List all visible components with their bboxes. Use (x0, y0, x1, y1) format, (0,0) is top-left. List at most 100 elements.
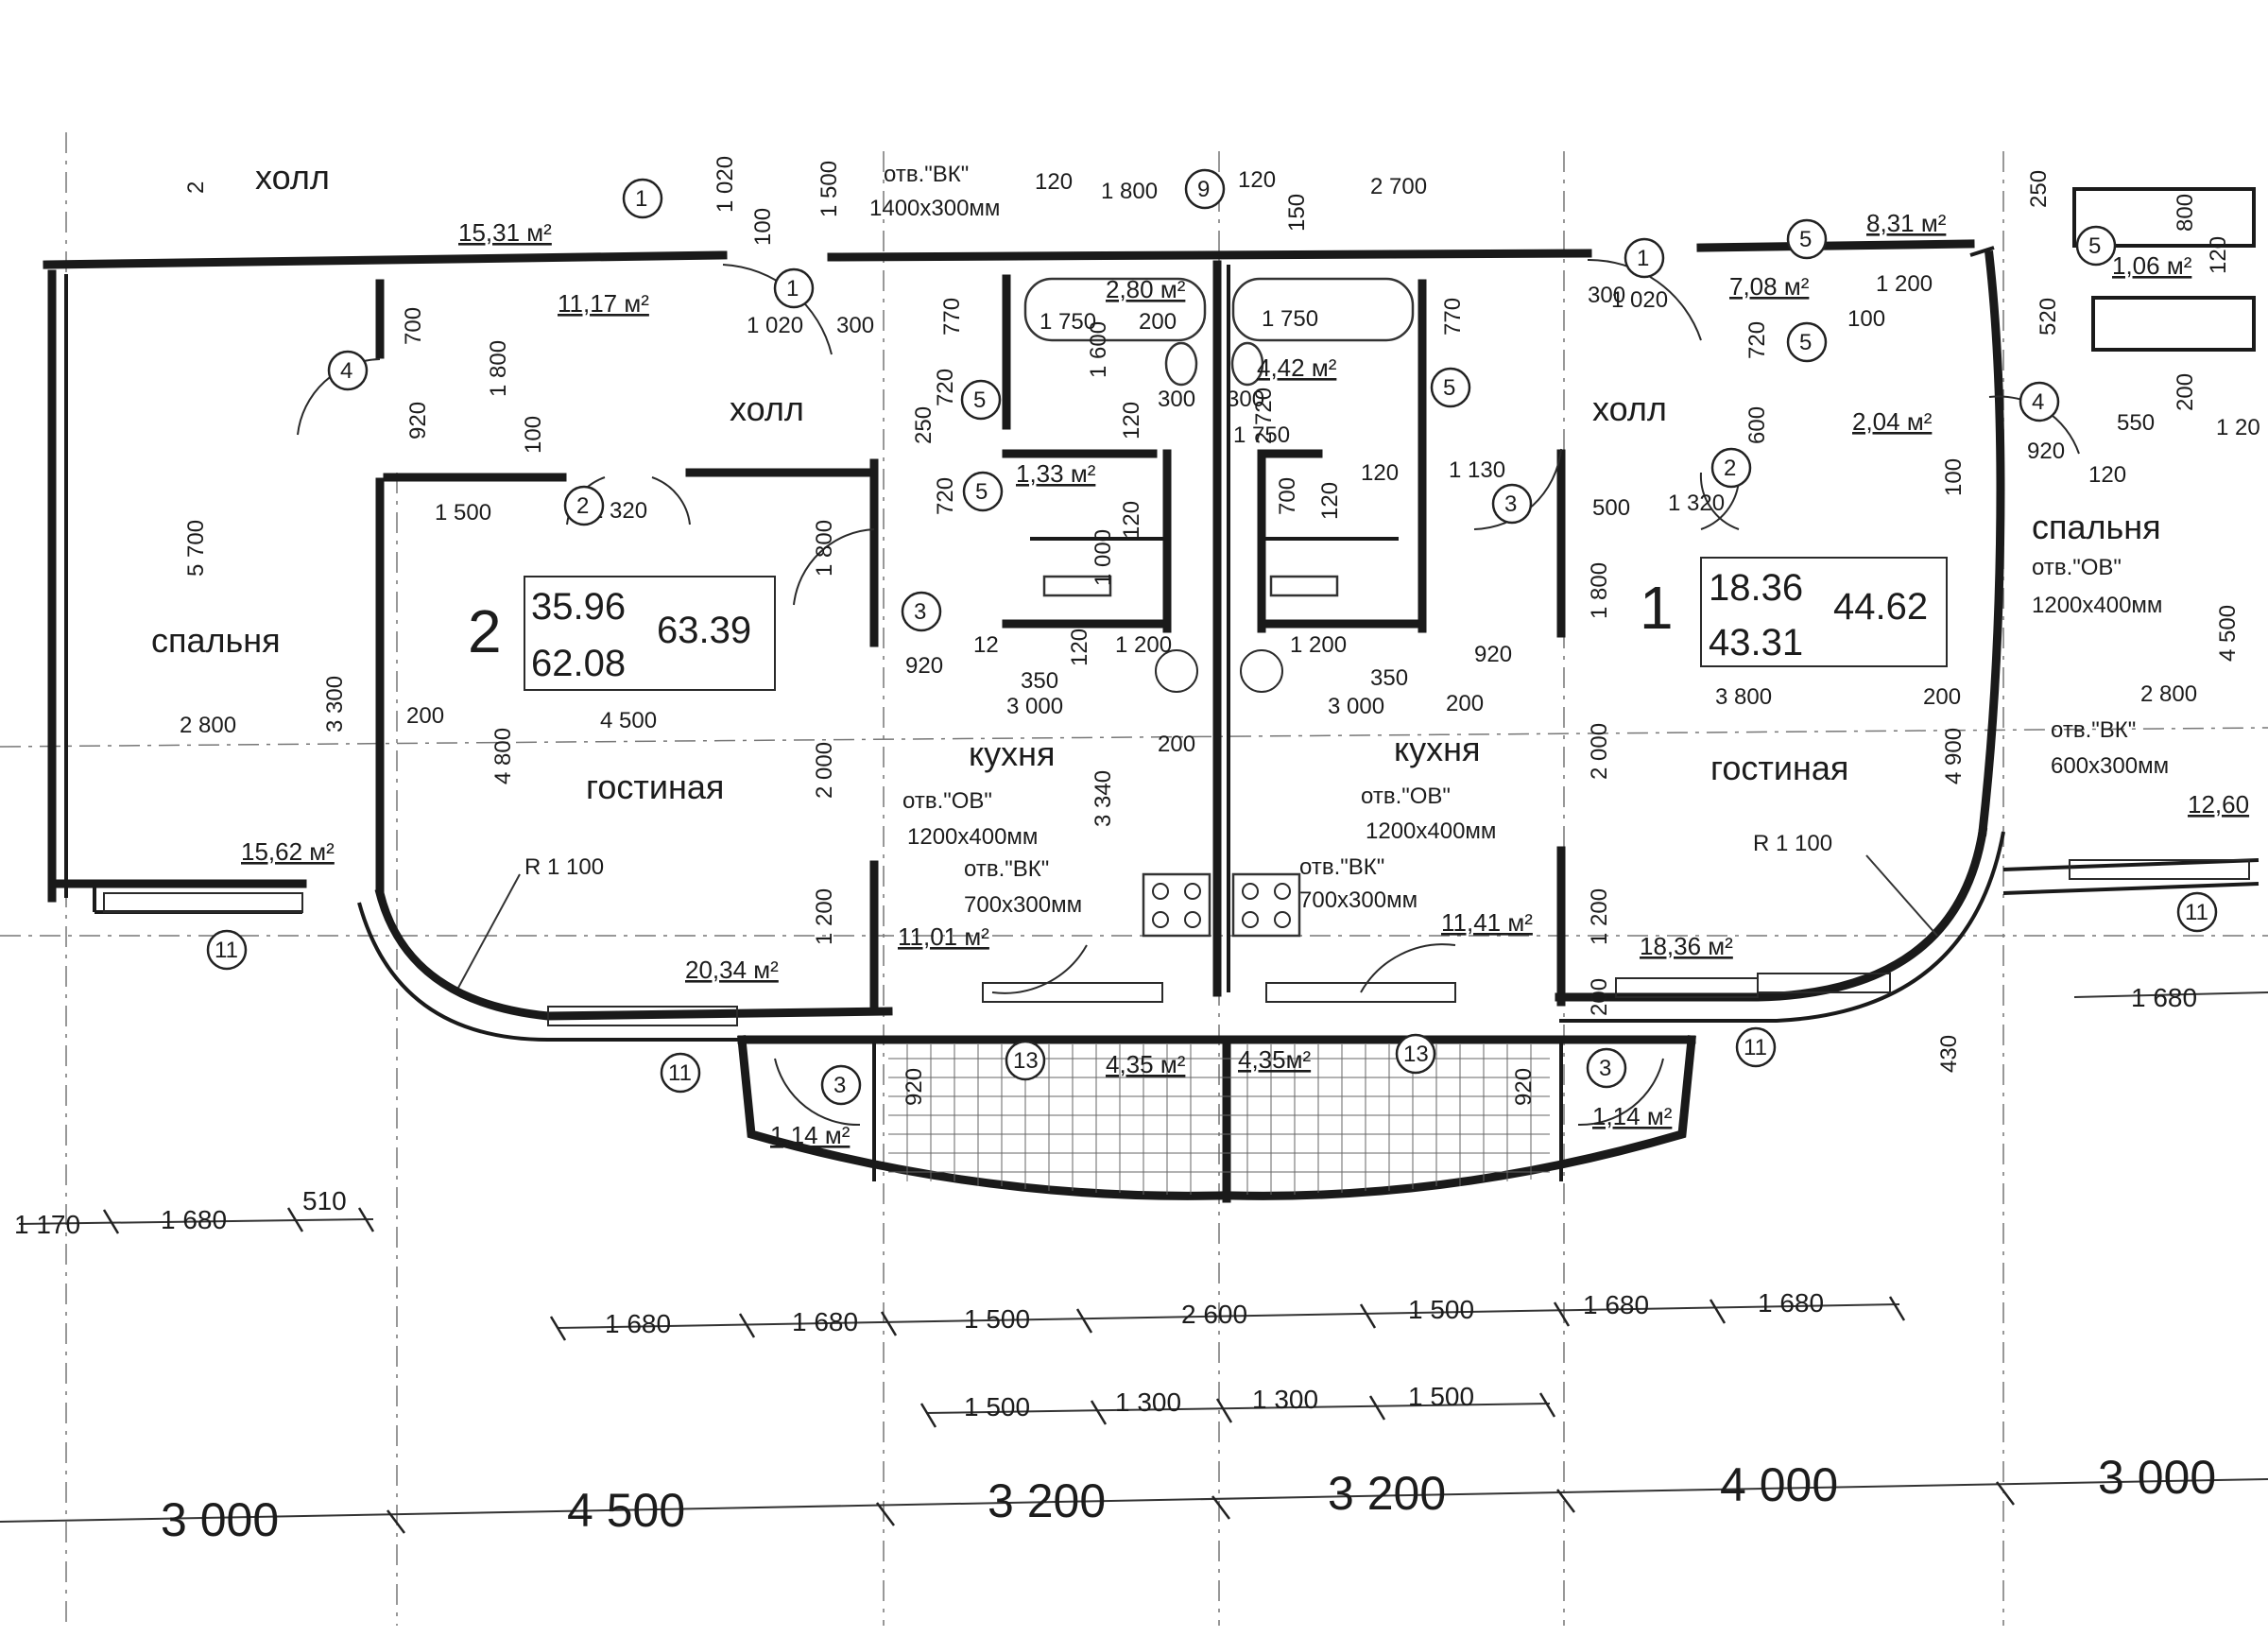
area-label: 1,33 м² (1016, 459, 1096, 488)
svg-text:5: 5 (1799, 227, 1812, 252)
dim-text: 920 (1474, 642, 1512, 667)
walls (43, 187, 2256, 1011)
dimension-ticks (102, 1207, 2015, 1534)
dim-text: 4 800 (490, 728, 516, 784)
dim-text: 250 (911, 406, 936, 444)
dim-text: 120 (1317, 482, 1343, 520)
room-living-1: гостиная (1710, 749, 1848, 787)
axis-dim: 3 200 (1328, 1467, 1446, 1520)
dim-text: 120 (1361, 460, 1399, 486)
dim-text: 1 750 (1040, 309, 1096, 335)
dim-text: 200 (1139, 309, 1177, 335)
area-label: 4,35м² (1238, 1045, 1311, 1074)
dim-text: 100 (750, 208, 776, 246)
dim-text: 2 (183, 181, 209, 194)
dim-text: 700 (1275, 477, 1300, 515)
marker-circle: 4 (2019, 381, 2060, 422)
dim-text: 200 (2173, 373, 2198, 411)
dim-text: 720 (1744, 321, 1770, 359)
dim-text: 3 340 (1091, 770, 1116, 827)
dim-text: 1 200 (1587, 888, 1612, 945)
dim-text: 120 (1119, 402, 1144, 439)
apt2-total-with-balcony: 63.39 (657, 610, 751, 651)
dim-text: 250 (2026, 170, 2052, 208)
opening-ov-bedroom-size: 1200х400мм (2032, 593, 2162, 618)
dim-text: 1 750 (1262, 306, 1318, 332)
svg-text:1: 1 (1637, 246, 1649, 271)
windows (103, 859, 2250, 1026)
opening-vk-right: отв."ВК" (2051, 717, 2136, 743)
axis-dim: 3 200 (988, 1474, 1106, 1527)
apt1-number: 1 (1640, 574, 1674, 642)
dim-text: 1 000 (1091, 529, 1116, 586)
marker-circle: 3 (1586, 1047, 1627, 1089)
dim-text: 1 020 (747, 313, 803, 338)
marker-circle: 9 (1184, 168, 1226, 210)
marker-circle: 2 (1710, 447, 1752, 489)
marker-circle: 1 (1624, 237, 1665, 279)
dim-text: 1 200 (812, 888, 837, 945)
axis-dim: 4 000 (1720, 1458, 1838, 1511)
marker-circle: 3 (1491, 483, 1533, 525)
area-label: 20,34 м² (685, 956, 779, 984)
opening-ov-bedroom: отв."ОВ" (2032, 555, 2122, 580)
dim-text: 120 (1238, 167, 1276, 193)
dim-text: 1 800 (1101, 179, 1158, 204)
dim-text: 120 (1035, 169, 1073, 195)
dim-text: 150 (1284, 194, 1310, 232)
dim-text: 5 700 (183, 520, 209, 577)
marker-circle: 2 (563, 485, 605, 526)
area-label: 2,80 м² (1106, 275, 1186, 303)
area-label: 12,60 (2188, 790, 2249, 818)
dim-left: 510 (302, 1186, 347, 1215)
marker-circle: 13 (1005, 1040, 1046, 1081)
dim-text: 920 (405, 402, 431, 439)
marker-circle: 5 (2075, 225, 2117, 267)
dim-text: 4 900 (1941, 728, 1967, 784)
balcony-tiles (888, 1044, 1550, 1195)
dim-text: 300 (836, 313, 874, 338)
dim-upper: 1 680 (792, 1307, 858, 1336)
dim-text: 120 (2088, 462, 2126, 488)
dim-text: 4 500 (2215, 605, 2241, 662)
dim-upper: 1 500 (964, 1304, 1030, 1334)
radius-left: R 1 100 (524, 854, 604, 880)
dim-lower: 1 500 (964, 1392, 1030, 1422)
svg-text:3: 3 (1599, 1056, 1611, 1081)
svg-text:3: 3 (833, 1073, 846, 1098)
dim-text: 3 300 (322, 676, 348, 732)
marker-circle: 5 (1786, 321, 1828, 363)
marker-circle: 5 (960, 379, 1002, 421)
dim-text: 550 (2117, 410, 2155, 436)
inner-dimensions: 2 120 1 800 120 2 700 150 1 500 1 020 10… (180, 156, 2260, 1106)
dim-upper: 2 600 (1181, 1300, 1247, 1329)
dim-text: 1 20 (2216, 415, 2260, 440)
marker-circle: 3 (820, 1064, 862, 1106)
marker-circle: 5 (1786, 218, 1828, 260)
svg-text:5: 5 (1443, 375, 1455, 401)
opening-ov-kitchen-2: отв."ОВ" (902, 788, 992, 814)
marker-circle: 1 (622, 178, 663, 219)
dim-text: 120 (2206, 236, 2231, 274)
dim-text: 1 680 (2131, 983, 2197, 1012)
svg-text:11: 11 (1744, 1035, 1767, 1060)
marker-circle: 5 (962, 471, 1004, 512)
dim-text: 120 (1067, 629, 1092, 666)
dim-text: 920 (905, 653, 943, 679)
dim-text: 200 (1446, 691, 1484, 716)
dim-text: 1 800 (812, 520, 837, 577)
dim-text: 1 600 (1086, 321, 1111, 378)
marker-circle: 3 (901, 591, 942, 632)
dim-upper: 1 680 (605, 1309, 671, 1338)
dim-text: 1 750 (1233, 422, 1290, 448)
dim-text: 300 (1227, 387, 1264, 412)
dim-text: 720 (933, 369, 958, 406)
svg-text:4: 4 (2032, 389, 2044, 415)
balconies (737, 1035, 1696, 1203)
svg-text:1: 1 (635, 186, 647, 212)
opening-ov-kitchen-2-size: 1200х400мм (907, 824, 1038, 850)
apt2-total-area: 62.08 (531, 643, 626, 684)
apartment-2-summary: 2 35.96 62.08 63.39 (468, 576, 776, 691)
room-labels: холл холл холл спальня спальня гостиная … (151, 158, 2161, 806)
dim-text: 4 500 (600, 708, 657, 733)
